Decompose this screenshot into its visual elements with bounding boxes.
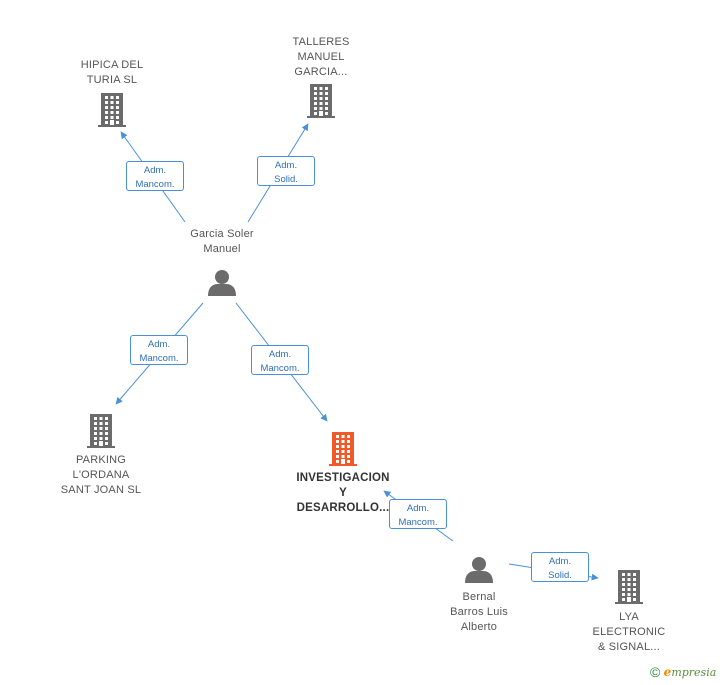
node-label-line: L'ORDANA bbox=[72, 469, 130, 481]
node-label-line: PARKING bbox=[75, 454, 127, 466]
copyright-symbol: © bbox=[650, 664, 661, 680]
node-label-line: HIPICA DEL bbox=[80, 59, 144, 71]
node-label-lya[interactable]: LYA ELECTRONIC & SIGNAL... bbox=[593, 610, 666, 655]
edge-label-bernal-to-investigacion[interactable]: Adm. Mancom. bbox=[389, 499, 447, 529]
edge-label-garcia-to-investigacion[interactable]: Adm. Mancom. bbox=[251, 345, 309, 375]
node-label-line: GARCIA... bbox=[294, 66, 348, 78]
node-label-investigacion[interactable]: INVESTIGACION Y DESARROLLO... bbox=[296, 471, 389, 516]
node-label-line: Barros Luis bbox=[450, 606, 508, 618]
edge-label-line: Adm. bbox=[143, 165, 167, 176]
edge-label-garcia-to-parking[interactable]: Adm. Mancom. bbox=[130, 335, 188, 365]
person-bernal-icon[interactable] bbox=[465, 557, 493, 583]
node-label-line: TALLERES bbox=[292, 36, 350, 48]
edge-label-line: Solid. bbox=[548, 569, 572, 581]
edge-label-line: Mancom. bbox=[260, 362, 300, 374]
node-label-line: SANT JOAN SL bbox=[60, 484, 142, 496]
edge-label-line: Adm. bbox=[406, 503, 430, 514]
person-garcia-icon[interactable] bbox=[208, 270, 236, 296]
node-label-line: ELECTRONIC bbox=[592, 626, 666, 638]
node-label-talleres[interactable]: TALLERES MANUEL GARCIA... bbox=[292, 35, 349, 80]
node-label-line: Garcia Soler bbox=[190, 228, 254, 240]
edge-label-bernal-to-lya[interactable]: Adm. Solid. bbox=[531, 552, 589, 582]
edge-label-garcia-to-hipica[interactable]: Adm. Mancom. bbox=[126, 161, 184, 191]
edge-label-line: Mancom. bbox=[398, 516, 438, 528]
company-parking-icon[interactable] bbox=[87, 414, 115, 448]
company-hipica-icon[interactable] bbox=[98, 93, 126, 127]
node-label-parking[interactable]: PARKING L'ORDANA SANT JOAN SL bbox=[61, 453, 141, 498]
node-label-line: DESARROLLO... bbox=[296, 502, 390, 514]
company-talleres-icon[interactable] bbox=[307, 84, 335, 118]
brand-logo-e: e bbox=[663, 665, 672, 679]
edge-label-line: Mancom. bbox=[139, 352, 179, 364]
edge-label-line: Adm. bbox=[274, 160, 298, 171]
node-label-line: & SIGNAL... bbox=[597, 641, 661, 653]
empresia-watermark: © empresia bbox=[650, 664, 716, 680]
node-label-line: LYA bbox=[619, 611, 639, 623]
node-label-line: Y bbox=[339, 487, 347, 499]
main-company-investigacion-icon[interactable] bbox=[329, 432, 357, 466]
node-label-line: Bernal bbox=[462, 591, 496, 603]
edge-label-garcia-to-talleres[interactable]: Adm. Solid. bbox=[257, 156, 315, 186]
node-label-line: MANUEL bbox=[297, 51, 345, 63]
node-label-line: TURIA SL bbox=[86, 74, 138, 86]
edge-label-line: Mancom. bbox=[135, 178, 175, 190]
brand-logo-text: mpresia bbox=[671, 666, 717, 679]
node-label-line: Manuel bbox=[203, 243, 241, 255]
edge-label-line: Adm. bbox=[268, 349, 292, 360]
edge-label-line: Adm. bbox=[147, 339, 171, 350]
company-lya-icon[interactable] bbox=[615, 570, 643, 604]
edge-label-line: Adm. bbox=[548, 556, 572, 567]
node-label-line: INVESTIGACION bbox=[296, 472, 390, 484]
node-label-hipica[interactable]: HIPICA DEL TURIA SL bbox=[81, 58, 144, 88]
node-label-line: Alberto bbox=[460, 621, 498, 633]
edge-label-line: Solid. bbox=[274, 173, 298, 185]
